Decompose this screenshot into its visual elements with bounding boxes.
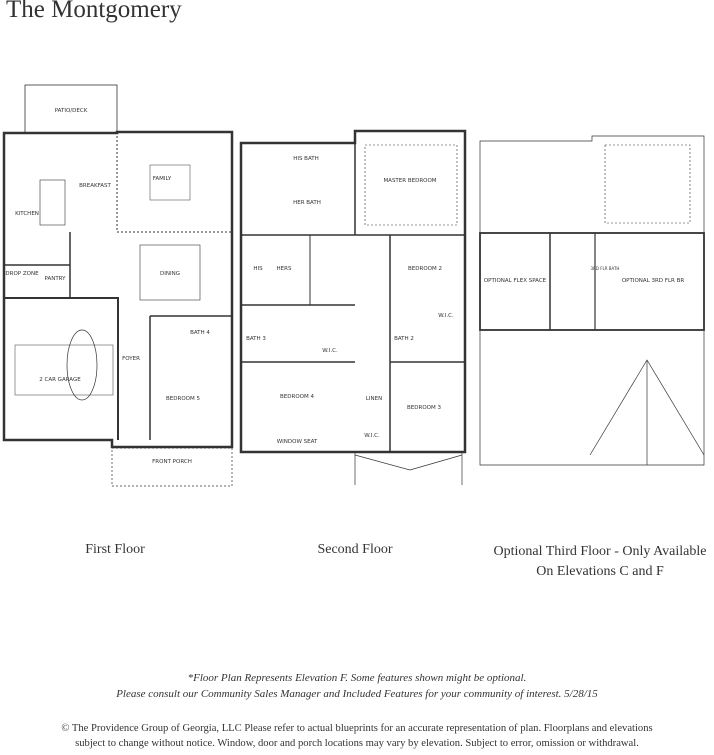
- legal-line1: © The Providence Group of Georgia, LLC P…: [61, 723, 653, 734]
- floor-plans: PATIO/DECK KITCHEN BREAKFAST FAMILY DINI…: [2, 84, 705, 487]
- second-floor-plan: [239, 129, 467, 485]
- room-label: BEDROOM 5: [166, 396, 200, 402]
- room-label: HERS: [277, 266, 292, 272]
- room-label: OPTIONAL 3RD FLR BR: [622, 278, 685, 284]
- third-floor-plan: [479, 135, 705, 466]
- room-label: BATH 3: [246, 336, 266, 342]
- room-label: OPTIONAL FLEX SPACE: [484, 278, 547, 284]
- note-line1: *Floor Plan Represents Elevation F. Some…: [187, 672, 527, 684]
- room-label: FAMILY: [153, 176, 172, 182]
- room-label: HER BATH: [293, 200, 321, 206]
- room-label: 2 CAR GARAGE: [39, 377, 81, 383]
- third-floor-caption-line1: Optional Third Floor - Only Available: [493, 544, 707, 559]
- room-label: BATH 2: [394, 336, 414, 342]
- legal-disclaimer: © The Providence Group of Georgia, LLC P…: [0, 721, 714, 751]
- elevation-note: *Floor Plan Represents Elevation F. Some…: [0, 670, 714, 702]
- page-title: The Montgomery: [6, 0, 182, 23]
- room-label: BEDROOM 2: [408, 266, 442, 272]
- first-floor-caption: First Floor: [85, 542, 145, 557]
- room-label: MASTER BEDROOM: [383, 178, 436, 184]
- second-floor-caption: Second Floor: [317, 542, 393, 557]
- note-line2: Please consult our Community Sales Manag…: [116, 688, 598, 700]
- room-label: PATIO/DECK: [55, 108, 88, 114]
- room-label: HIS: [253, 266, 263, 272]
- room-label: W.I.C.: [364, 433, 380, 439]
- room-label: BEDROOM 4: [280, 394, 314, 400]
- room-label: HIS BATH: [293, 156, 319, 162]
- room-label: W.I.C.: [438, 313, 454, 319]
- room-label: BREAKFAST: [79, 183, 111, 189]
- room-label: FRONT PORCH: [152, 459, 192, 465]
- room-label: PANTRY: [44, 276, 66, 282]
- first-floor-plan: [2, 84, 234, 487]
- room-label: BATH 4: [190, 330, 210, 336]
- room-label: 3RD FLR BATH: [591, 266, 620, 271]
- room-label: W.I.C.: [322, 348, 338, 354]
- legal-line2: subject to change without notice. Window…: [75, 738, 639, 749]
- room-label: FOYER: [122, 356, 140, 362]
- third-floor-caption-line2: On Elevations C and F: [536, 564, 664, 579]
- room-label: WINDOW SEAT: [277, 439, 318, 445]
- room-label: DINING: [160, 271, 180, 277]
- room-label: DROP ZONE: [5, 271, 39, 277]
- room-label: KITCHEN: [15, 211, 39, 217]
- room-label: BEDROOM 3: [407, 405, 441, 411]
- third-floor-caption: Optional Third Floor - Only Available On…: [470, 542, 714, 582]
- room-label: LINEN: [366, 396, 382, 402]
